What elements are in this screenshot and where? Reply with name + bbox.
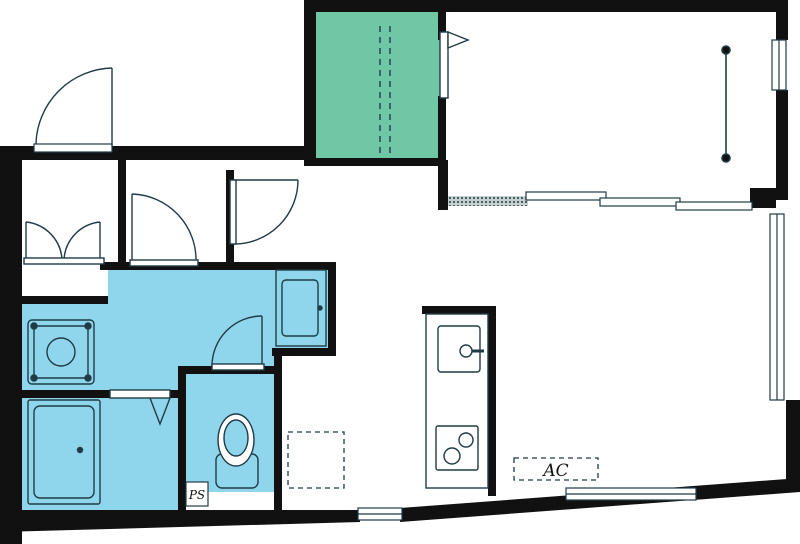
closet-fill <box>316 12 440 162</box>
wall-shoe-bottom <box>22 296 108 304</box>
wall-closet-right-low <box>438 96 446 166</box>
interior-walls <box>22 10 776 512</box>
wall-left <box>0 146 22 544</box>
doors <box>23 30 470 426</box>
bathroom-fill <box>22 392 180 510</box>
kitchen-counter <box>425 313 489 489</box>
windows <box>33 39 787 521</box>
wall-bath-top <box>22 390 110 398</box>
room-fills <box>22 12 440 510</box>
window-entry-top <box>33 143 113 153</box>
shoe-closet-doors <box>25 221 101 261</box>
water-area-fill <box>22 266 330 392</box>
washer-pan <box>27 319 95 385</box>
ac-label: AC <box>541 461 568 481</box>
wall-bath-top-right <box>170 390 182 398</box>
entry-door-swing <box>35 67 113 145</box>
wall-wet-top <box>100 262 334 270</box>
wall-top-bedroom <box>304 0 788 12</box>
toilet <box>215 413 259 489</box>
cooktop <box>435 425 479 471</box>
bath-door <box>149 397 171 426</box>
closet-door <box>439 31 449 99</box>
wall-right-lower <box>786 400 800 490</box>
wall-entry-closet-right <box>118 160 126 268</box>
kitchen-sink <box>437 325 481 373</box>
wall-left-step <box>304 0 316 160</box>
ps-box: PS <box>185 481 209 507</box>
wall-kitchen-top <box>422 306 496 314</box>
wall-bottom <box>0 510 360 532</box>
wall-wet-right <box>328 262 336 354</box>
wall-bedroom-bottom-left <box>438 160 448 210</box>
wall-vanity-bottom <box>272 348 336 356</box>
wall-toilet-left <box>178 366 186 512</box>
bathtub <box>27 399 101 505</box>
wall-kitchen-right <box>488 306 496 496</box>
fridge-space <box>287 431 345 489</box>
wall-right-mid <box>776 90 788 200</box>
wall-closet-bottom <box>304 158 444 166</box>
wall-closet-right <box>438 10 446 40</box>
wall-right-upper <box>776 0 788 40</box>
ps-label: PS <box>188 488 205 502</box>
sliding-partition <box>448 191 753 211</box>
wall-bedroom-bottom-right <box>750 188 776 208</box>
vanity-sink <box>275 269 327 347</box>
wall-toilet-right <box>274 350 282 512</box>
curtain-rod <box>721 45 731 163</box>
ac-unit: AC <box>513 457 599 481</box>
